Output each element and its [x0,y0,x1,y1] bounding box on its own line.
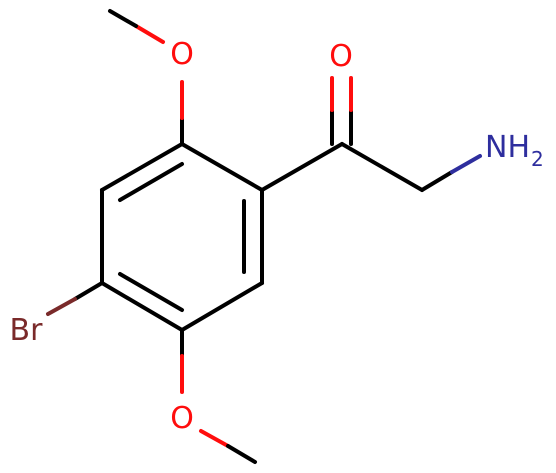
bromine-label: Br [10,313,44,348]
bond-c-br [46,297,77,316]
ring-inner-bond [118,162,184,202]
bond-o-methyl-top [108,9,138,28]
bond-ch2-n [450,154,482,174]
bond-o-methyl-bottom [199,429,230,448]
ring-inner-bond [118,272,184,312]
bond-carbonyl-ch2 [340,142,424,192]
amine-label: NH [485,130,530,165]
ring-bond [180,142,264,192]
oxygen-label-bottom: O [170,401,194,436]
bond-ch2-n [420,170,454,192]
amine-subscript: 2 [531,147,544,171]
oxygen-label-top: O [170,37,194,72]
ring-bond [100,281,184,332]
oxygen-label-carbonyl: O [329,39,353,74]
bond-o-methyl-top [134,24,165,44]
ring-bond [100,142,184,192]
bond-c-br [73,281,104,301]
bond-ring-carbonyl [260,142,344,192]
bond-o-methyl-bottom [226,444,257,464]
ring-bond [180,281,264,332]
